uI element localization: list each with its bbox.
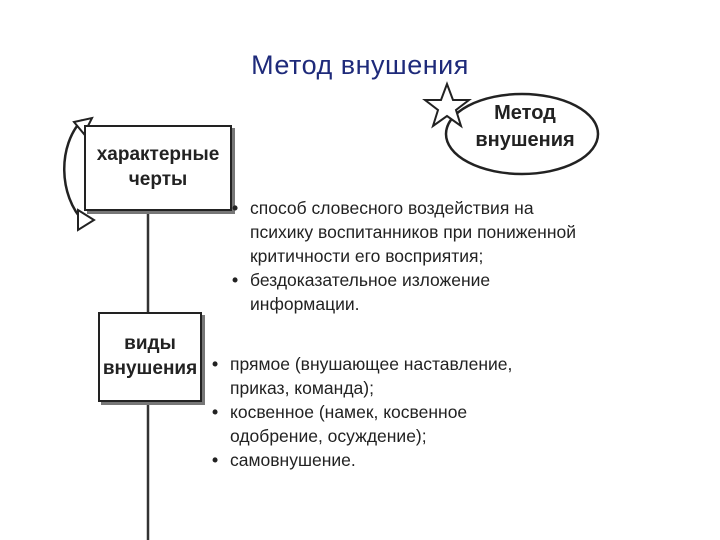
types-box: виды внушения: [98, 312, 202, 402]
features-box-line2: черты: [128, 169, 188, 190]
list-item: самовнушение.: [212, 448, 542, 472]
types-box-line1: виды: [124, 333, 176, 355]
list-item: бездоказательное изложение информации.: [232, 268, 582, 316]
oval-label: Метод внушения: [465, 100, 585, 154]
oval-label-line1: Метод: [494, 102, 556, 124]
curved-arrow-icon: [63, 119, 85, 223]
list-item: косвенное (намек, косвенное одобрение, о…: [212, 400, 542, 448]
types-list: прямое (внушающее наставление, приказ, к…: [212, 352, 542, 472]
features-box: характерные черты: [84, 125, 232, 211]
list-item: способ словесного воздействия на психику…: [232, 196, 582, 268]
oval-label-line2: внушения: [475, 129, 575, 151]
types-box-line2: внушения: [102, 358, 198, 379]
features-box-line1: характерные: [96, 144, 220, 166]
list-item: прямое (внушающее наставление, приказ, к…: [212, 352, 542, 400]
method-oval: [444, 92, 600, 176]
features-list: способ словесного воздействия на психику…: [232, 196, 582, 316]
slide-title: Метод внушения: [251, 50, 469, 80]
star-icon: [422, 81, 472, 129]
arrow-head-bottom: [77, 208, 96, 232]
